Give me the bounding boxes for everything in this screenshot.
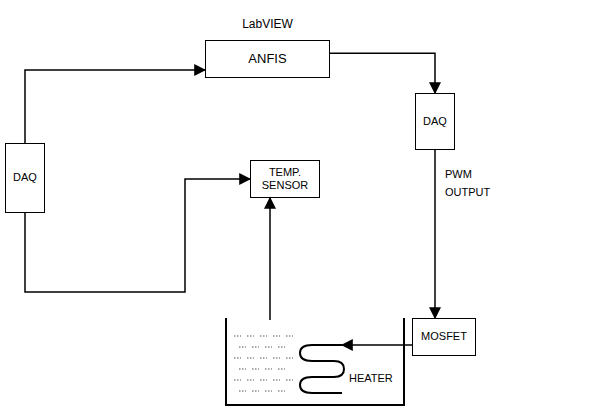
connector (25, 70, 205, 143)
node-label: DAQ (13, 171, 37, 184)
water-dash (265, 390, 272, 391)
water-tank: HEATER (225, 318, 405, 406)
water-dash (234, 357, 241, 358)
connector (434, 150, 436, 318)
water-dash (239, 346, 246, 347)
water-dash (273, 379, 280, 380)
daq-box: DAQ (5, 143, 45, 213)
water-dash (278, 390, 285, 391)
water-dash (273, 335, 280, 336)
water-dash (286, 357, 293, 358)
connector (330, 53, 435, 93)
heater-coil (300, 345, 344, 393)
node-label: TEMP. SENSOR (257, 166, 313, 192)
water-dash (278, 346, 285, 347)
connector (25, 179, 250, 292)
heading-label: LabVIEW (206, 17, 329, 31)
water-dash (234, 335, 241, 336)
water-dash (252, 390, 259, 391)
water-dash (286, 379, 293, 380)
edge-label: PWM OUTPUT (443, 166, 499, 201)
node-label: HEATER (349, 372, 393, 385)
water-dash (278, 368, 285, 369)
sensor-box: TEMP. SENSOR (250, 160, 320, 198)
node-label: DAQ (423, 115, 447, 128)
water-dash (239, 368, 246, 369)
water-dash (286, 335, 293, 336)
water-dash (252, 346, 259, 347)
water-dash (247, 379, 254, 380)
water-dash (252, 368, 259, 369)
connector (269, 198, 271, 320)
water-dash (247, 335, 254, 336)
node-label: ANFIS (248, 51, 286, 67)
connector (342, 344, 412, 346)
water-dash (260, 379, 267, 380)
water-dash (239, 390, 246, 391)
water-dash (273, 357, 280, 358)
process-box: LabVIEWANFIS (205, 40, 330, 78)
water-dash (260, 335, 267, 336)
daq-box: DAQ (415, 93, 455, 150)
node-label: MOSFET (421, 330, 467, 343)
water-dash (265, 346, 272, 347)
mosfet-box: MOSFET (412, 318, 476, 356)
water-dash (234, 379, 241, 380)
water-dash (260, 357, 267, 358)
water-dash (265, 368, 272, 369)
water-lines (234, 336, 293, 391)
water-dash (247, 357, 254, 358)
